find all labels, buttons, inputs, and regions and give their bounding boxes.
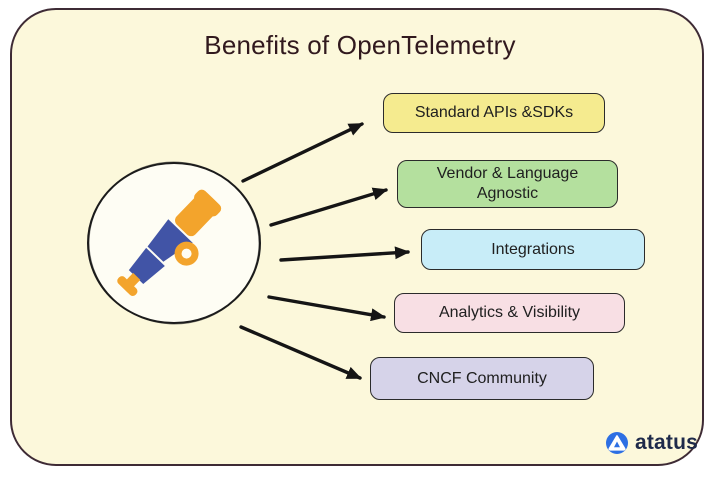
benefit-label: Integrations [491, 240, 575, 258]
benefit-integrations: Integrations [421, 229, 645, 270]
brand-name: atatus [634, 431, 698, 454]
page-title: Benefits of OpenTelemetry [204, 30, 516, 60]
benefit-label: Vendor & Language Agnostic [436, 165, 579, 202]
brand-logo: atatus [605, 431, 698, 455]
benefit-vendor-language-agnostic: Vendor & Language Agnostic [397, 160, 618, 208]
benefit-label: Analytics & Visibility [438, 304, 581, 321]
benefit-label: CNCF Community [417, 369, 547, 387]
benefit-label: Standard APIs &SDKs [414, 104, 574, 121]
atatus-triangle-icon [605, 432, 628, 454]
benefit-analytics-visibility: Analytics & Visibility [394, 293, 625, 333]
benefit-standard-apis: Standard APIs &SDKs [383, 93, 605, 133]
benefit-cncf-community: CNCF Community [370, 357, 594, 400]
